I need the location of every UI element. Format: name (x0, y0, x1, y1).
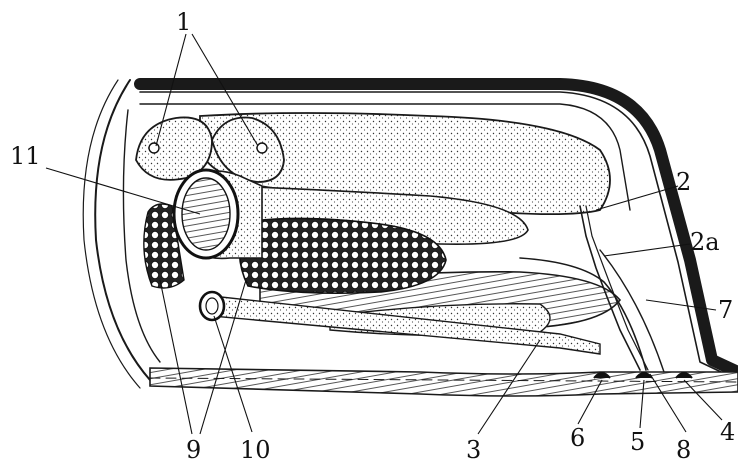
label-10: 10 (240, 436, 271, 464)
label-7: 7 (718, 296, 733, 324)
label-8: 8 (676, 436, 691, 464)
label-3: 3 (466, 436, 481, 464)
label-4: 4 (720, 418, 735, 446)
label-2a: 2a (690, 228, 720, 256)
ventral-wall (150, 368, 738, 396)
label-6: 6 (570, 424, 585, 452)
label-5: 5 (630, 428, 645, 456)
label-9: 9 (186, 436, 201, 464)
open-tube (174, 170, 262, 258)
label-2: 2 (676, 168, 691, 196)
left-wall (83, 80, 150, 388)
label-11: 11 (10, 142, 41, 170)
label-1: 1 (176, 8, 191, 36)
